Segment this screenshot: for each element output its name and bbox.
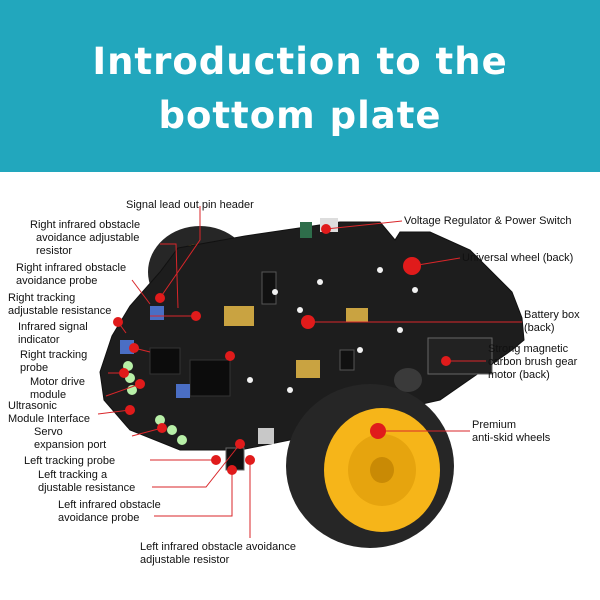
label-ultrasonic-1: Ultrasonic	[8, 400, 57, 412]
label-right-ir-resistor-3: resistor	[36, 245, 73, 257]
label-motor-2: carbon brush gear	[488, 356, 578, 368]
label-left-tracking-res-2: djustable resistance	[38, 482, 136, 494]
label-motor-1: Strong magnetic	[488, 343, 569, 355]
label-left-ir-probe-1: Left infrared obstacle	[58, 499, 161, 511]
label-motor-3: motor (back)	[488, 369, 550, 381]
universal-wheel	[394, 368, 422, 392]
label-wheels-2: anti-skid wheels	[472, 432, 551, 444]
page-title-line-2: bottom plate	[158, 94, 442, 137]
label-right-tracking-res-1: Right tracking	[8, 292, 76, 304]
label-right-ir-resistor-2: avoidance adjustable	[36, 232, 140, 244]
gold-pad-1	[224, 306, 254, 326]
label-ir-signal-1: Infrared signal	[18, 321, 88, 333]
connector	[339, 349, 355, 371]
label-right-ir-probe-2: avoidance probe	[16, 275, 98, 287]
label-battery-2: (back)	[524, 322, 555, 334]
label-motor-drive-1: Motor drive	[30, 376, 86, 388]
motor-driver-chip	[149, 347, 181, 375]
label-left-tracking-probe: Left tracking probe	[24, 455, 116, 467]
label-right-tracking-probe-2: probe	[20, 362, 49, 374]
mounting-holes	[247, 267, 418, 393]
label-signal-header: Signal lead out pin header	[126, 199, 254, 211]
voltage-regulator	[300, 222, 312, 238]
label-universal-wheel: Universal wheel (back)	[462, 252, 574, 264]
label-motor-drive-2: module	[30, 389, 67, 401]
marker-dots	[113, 224, 451, 475]
gold-pad-2	[296, 360, 320, 378]
label-battery-1: Battery box	[524, 309, 580, 321]
leader-lines	[97, 206, 522, 538]
driver-ic	[189, 359, 231, 397]
gold-pad-3	[346, 308, 368, 322]
page-title-line-1: Introduction to the	[92, 40, 508, 83]
label-right-tracking-res-2: adjustable resistance	[8, 305, 112, 317]
robot-car-diagram	[97, 206, 525, 548]
label-right-ir-resistor-1: Right infrared obstacle	[30, 219, 141, 231]
label-right-ir-probe-1: Right infrared obstacle	[16, 262, 127, 274]
label-ir-signal-2: indicator	[18, 334, 60, 346]
label-left-ir-resistor-2: adjustable resistor	[140, 554, 230, 566]
label-left-ir-probe-2: avoidance probe	[58, 512, 140, 524]
label-left-tracking-res-1: Left tracking a	[38, 469, 108, 481]
label-voltage-switch: Voltage Regulator & Power Switch	[404, 215, 572, 227]
front-right-wheel	[286, 384, 454, 548]
label-servo-2: expansion port	[34, 439, 107, 451]
label-wheels-1: Premium	[472, 419, 517, 431]
motor-label-area	[427, 337, 493, 375]
label-left-ir-resistor-1: Left infrared obstacle avoidance	[140, 541, 296, 553]
title-banner	[0, 0, 600, 172]
label-ultrasonic-2: Module Interface	[8, 413, 90, 425]
pin-header	[261, 271, 277, 305]
label-right-tracking-probe-1: Right tracking	[20, 349, 88, 361]
label-servo-1: Servo	[34, 426, 63, 438]
